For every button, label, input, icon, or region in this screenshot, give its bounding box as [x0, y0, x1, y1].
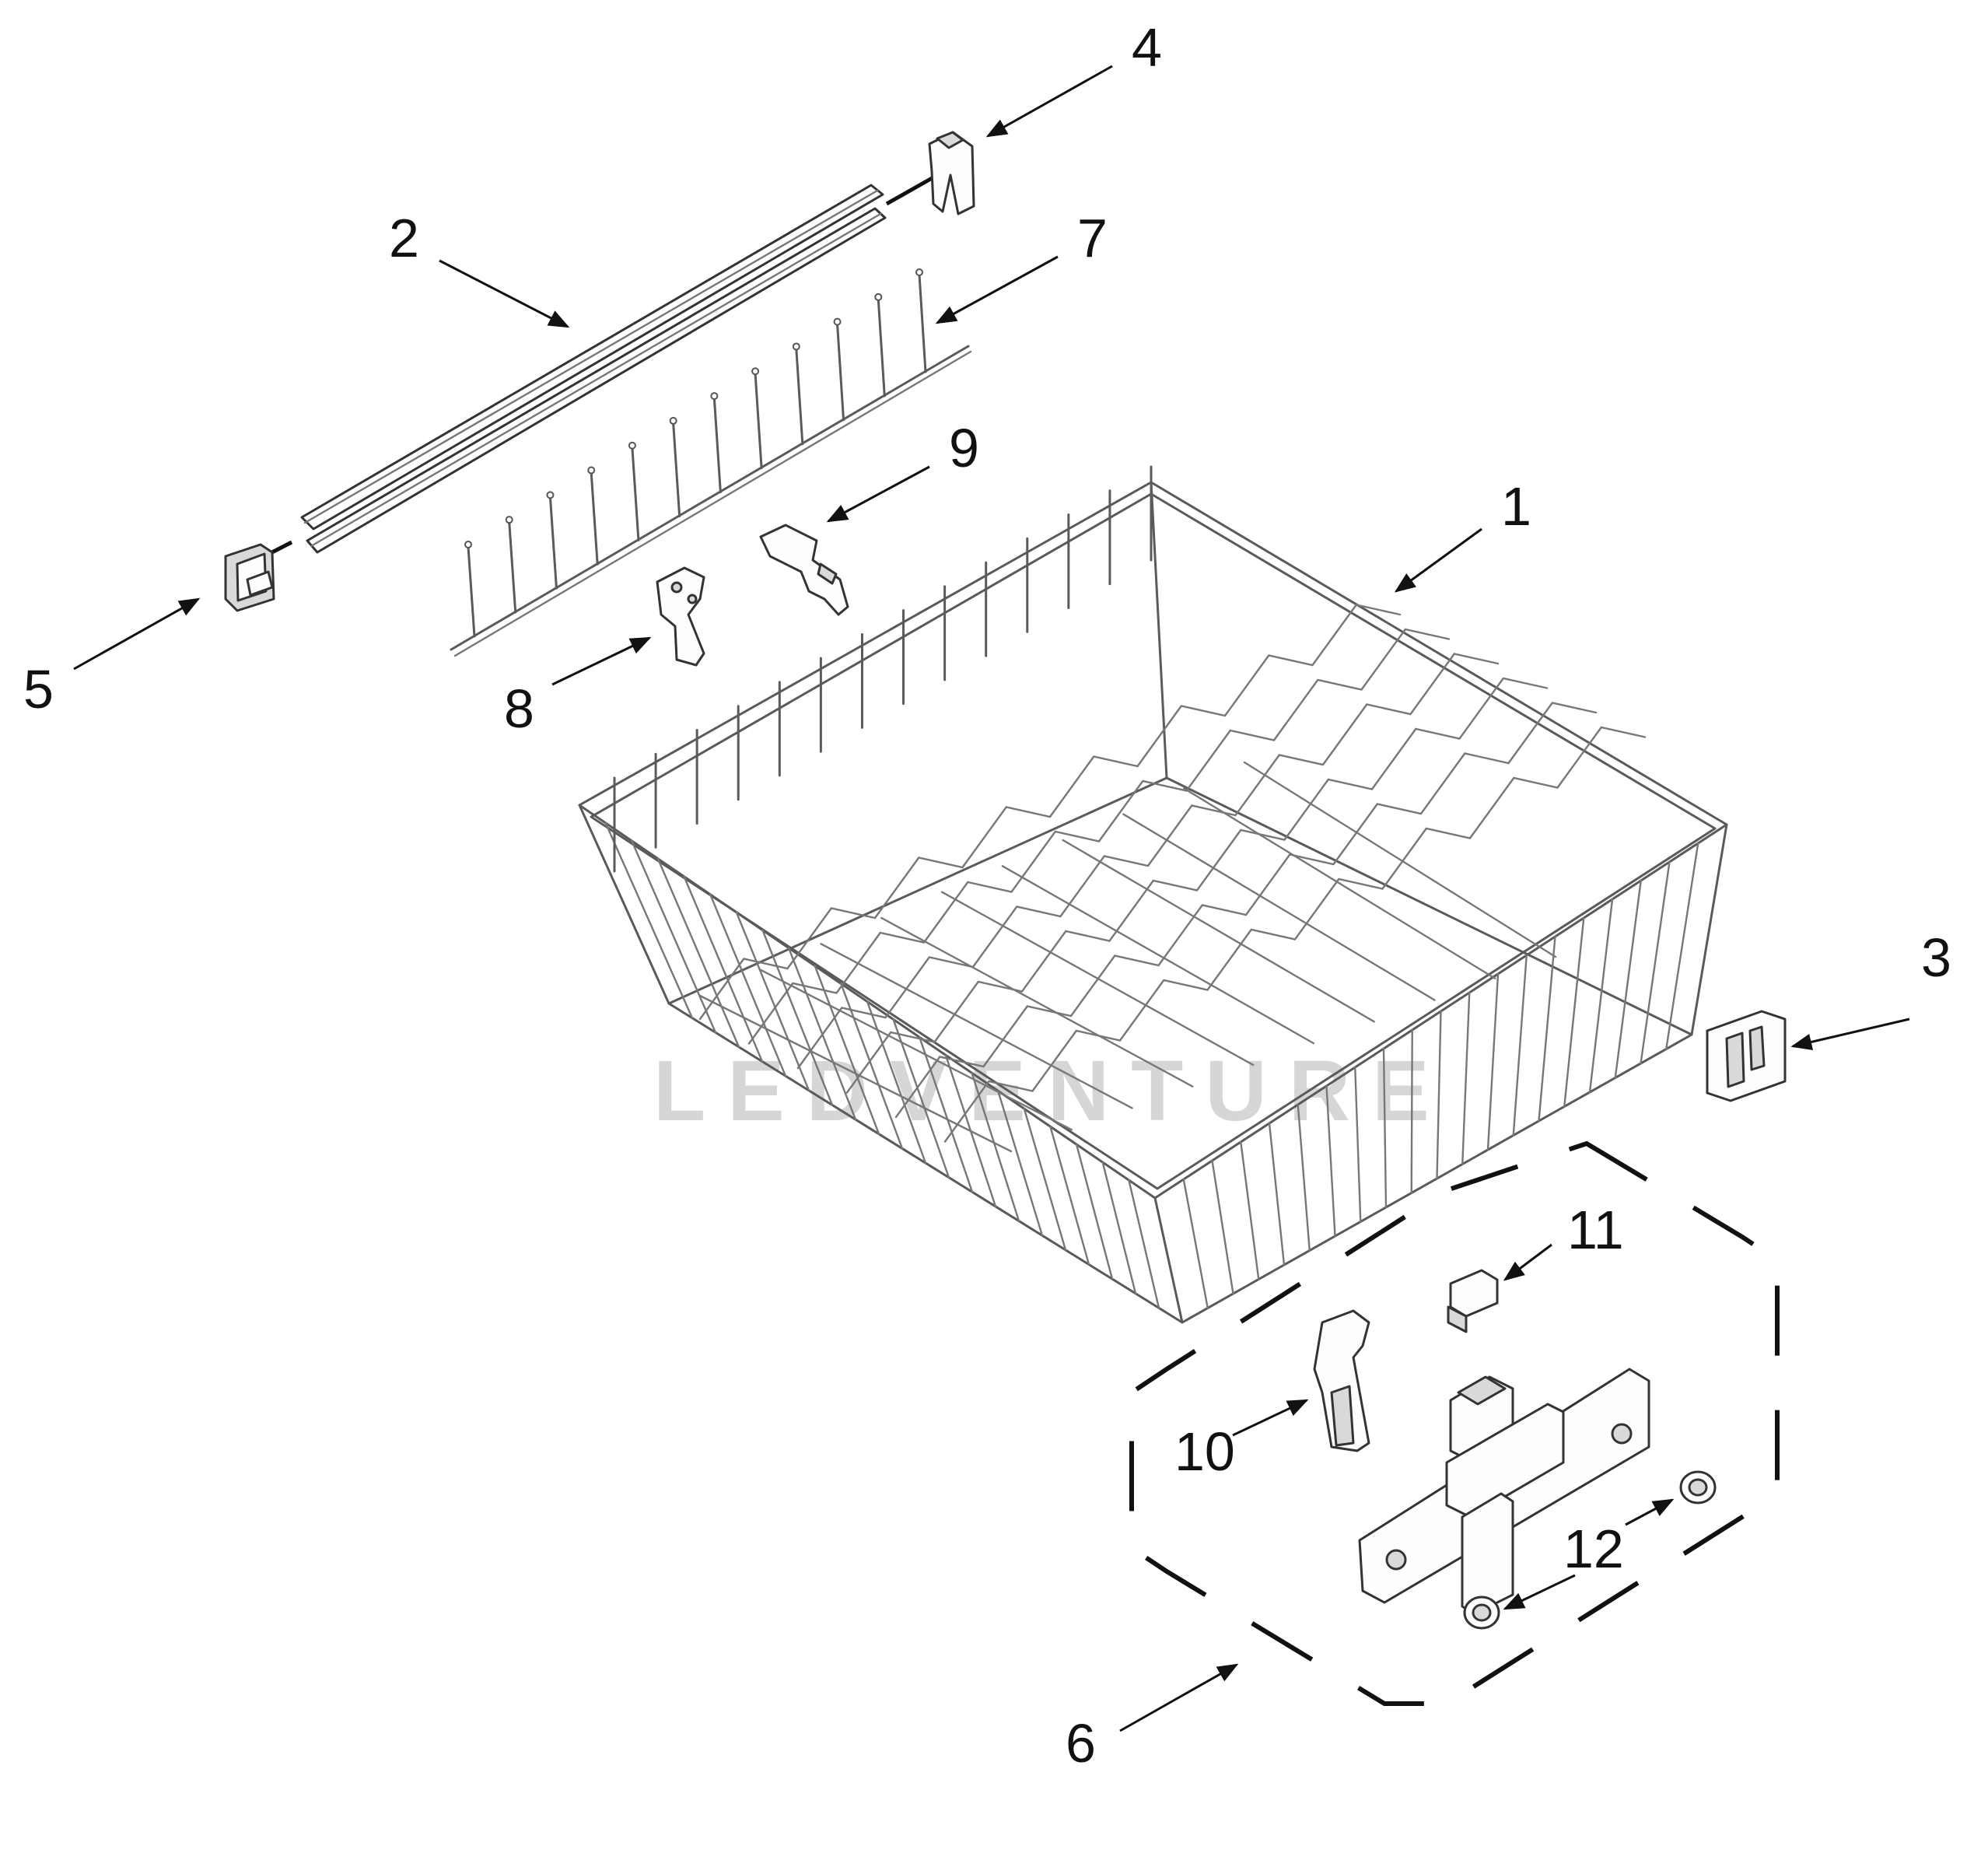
arrow-8 — [551, 636, 652, 686]
arrow-10 — [1232, 1399, 1309, 1437]
arrow-9 — [826, 465, 930, 523]
adjuster-kit-outline — [1129, 1140, 1780, 1706]
callout-9: 9 — [949, 418, 979, 478]
tine-row-part — [450, 268, 972, 657]
arrow-6 — [1119, 1663, 1239, 1732]
side-bracket-part — [1706, 1010, 1787, 1102]
callout-numbers: 4 2 7 9 1 5 8 3 11 10 12 6 — [23, 17, 1951, 1774]
leader-arrows — [73, 65, 1910, 1732]
callout-3: 3 — [1921, 927, 1951, 988]
arrow-2 — [439, 259, 570, 328]
callout-12: 12 — [1563, 1518, 1624, 1579]
callout-1: 1 — [1501, 476, 1531, 537]
arrow-12b — [1503, 1574, 1576, 1610]
end-cap-left-part — [224, 543, 275, 612]
bracket-part — [759, 524, 849, 616]
arrow-11 — [1503, 1243, 1552, 1281]
arrow-1 — [1394, 527, 1482, 593]
small-cap-part — [1447, 1269, 1499, 1333]
callout-4: 4 — [1132, 17, 1162, 78]
watermark: LEDVENTURE — [653, 1043, 1451, 1139]
arrow-7 — [935, 255, 1059, 324]
callout-5: 5 — [23, 659, 54, 720]
clip-part — [656, 566, 705, 667]
end-cap-part — [928, 131, 975, 215]
callout-11: 11 — [1567, 1200, 1624, 1260]
callout-10: 10 — [1174, 1421, 1235, 1482]
dish-rack-part — [578, 465, 1728, 1324]
callout-6: 6 — [1066, 1713, 1096, 1774]
callout-7: 7 — [1077, 208, 1108, 268]
arrow-12a — [1625, 1498, 1675, 1526]
latch-part — [1313, 1309, 1370, 1452]
arrow-5 — [73, 597, 201, 671]
rail-part — [263, 175, 935, 559]
callout-8: 8 — [504, 678, 534, 739]
arrow-3 — [1790, 1018, 1910, 1050]
arrow-4 — [985, 65, 1113, 138]
bushing-part — [1463, 1470, 1717, 1630]
callout-2: 2 — [389, 208, 419, 268]
